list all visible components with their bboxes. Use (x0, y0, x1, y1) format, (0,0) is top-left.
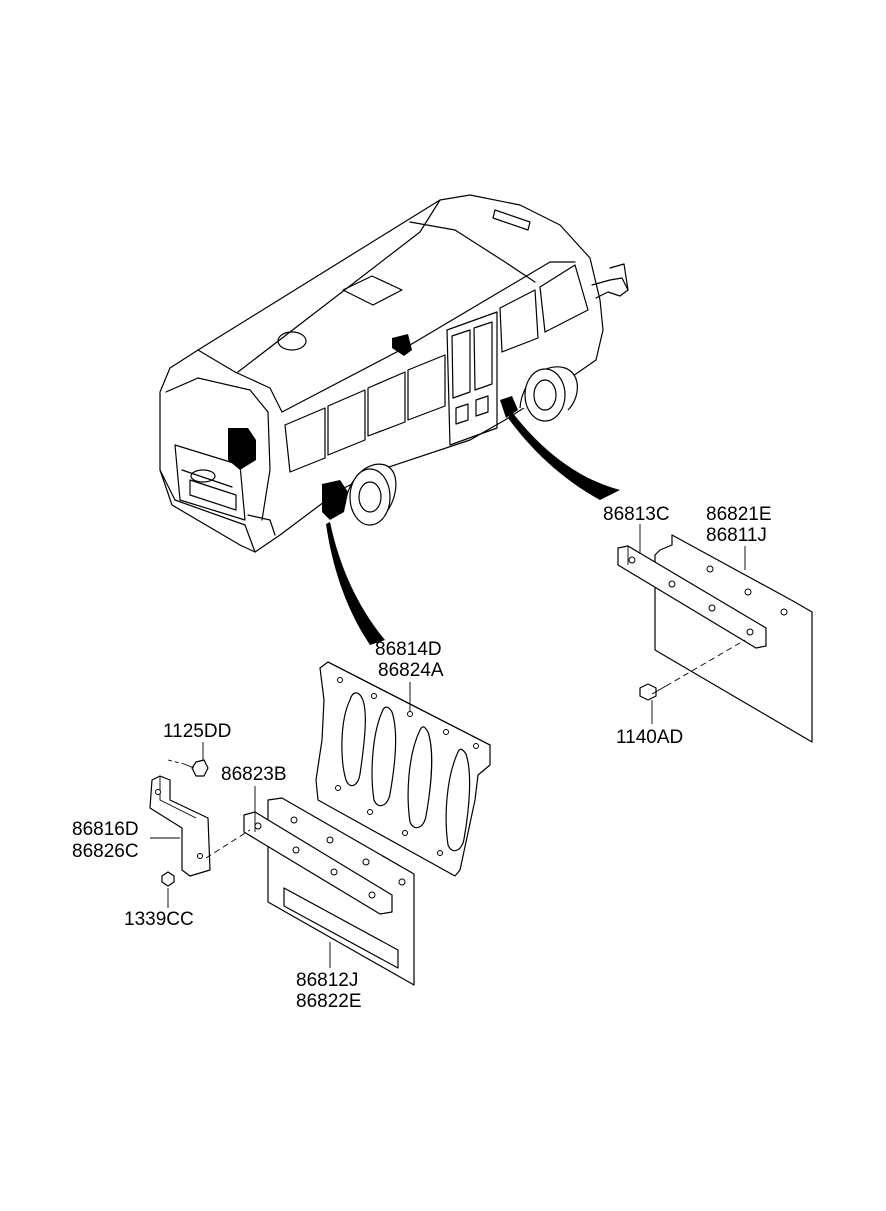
label-86821E: 86821E (706, 504, 772, 525)
label-86822E: 86822E (296, 991, 362, 1012)
label-86823B: 86823B (221, 764, 287, 785)
bolt-1140AD (639, 639, 746, 701)
bolt-1125DD (167, 759, 209, 777)
label-86812J: 86812J (296, 970, 358, 991)
front-mud-guard-assembly (149, 661, 491, 986)
label-1339CC: 1339CC (124, 909, 194, 930)
label-86824A: 86824A (378, 660, 444, 681)
label-86811J: 86811J (706, 525, 767, 546)
bus-illustration (159, 194, 629, 645)
label-86813C: 86813C (603, 504, 670, 525)
rear-mud-guard-assembly (617, 524, 813, 743)
label-86816D: 86816D (72, 819, 139, 840)
label-1125DD: 1125DD (163, 721, 231, 742)
label-1140AD: 1140AD (616, 727, 683, 748)
label-86826C: 86826C (72, 841, 139, 862)
label-86814D: 86814D (375, 639, 442, 660)
